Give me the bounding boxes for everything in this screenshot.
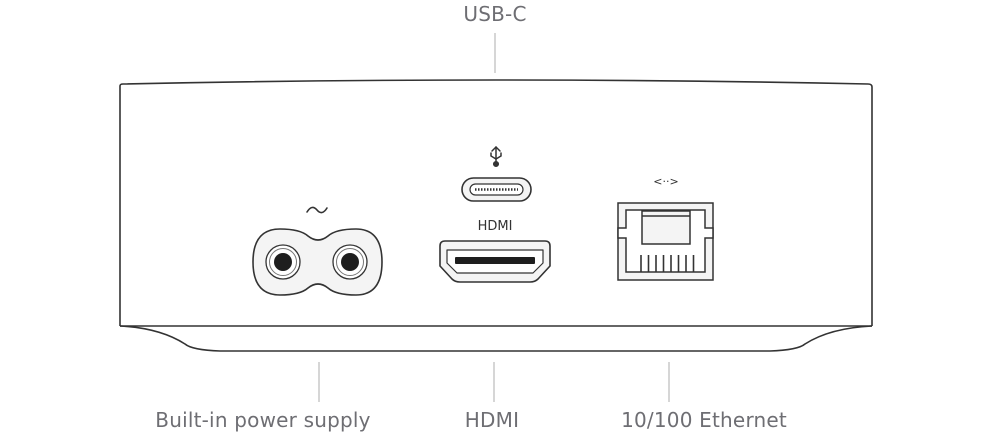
usb-c-port xyxy=(461,177,532,202)
callout-usb-c: USB-C xyxy=(463,2,527,26)
callout-hdmi: HDMI xyxy=(464,408,520,432)
usb-icon xyxy=(490,145,502,168)
callout-power-supply: Built-in power supply xyxy=(155,408,371,432)
ethernet-symbol-icon: <··> xyxy=(653,175,678,188)
ethernet-port xyxy=(617,202,714,281)
device-body xyxy=(119,79,873,352)
hdmi-port xyxy=(439,240,551,283)
ethernet-pins xyxy=(640,255,695,272)
power-connector xyxy=(252,228,383,296)
hdmi-port-label: HDMI xyxy=(478,219,513,234)
callout-ethernet: 10/100 Ethernet xyxy=(621,408,787,432)
ac-power-symbol-icon xyxy=(306,206,328,214)
